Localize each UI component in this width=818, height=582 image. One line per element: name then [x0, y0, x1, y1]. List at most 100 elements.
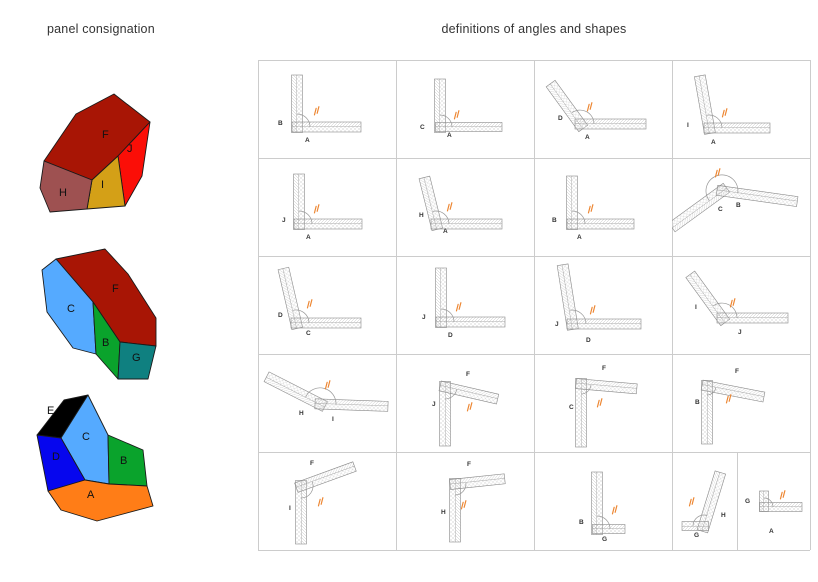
grid-line: [258, 550, 810, 551]
cell-drawing-r2c1: JA: [282, 173, 363, 241]
panel-outline: [575, 378, 587, 448]
angle-arc: [580, 384, 592, 395]
angle-value-mark: [729, 298, 736, 308]
angle-value-mark: [725, 394, 732, 404]
panel-layer-line: [576, 382, 637, 389]
angle-value-mark: [317, 497, 324, 507]
panel-b: [291, 74, 303, 133]
panel-label-b: B: [695, 399, 700, 406]
panel-outline: [591, 471, 603, 535]
face-label-b: B: [102, 337, 109, 349]
cell-drawing-r2c2: HA: [418, 175, 503, 235]
panel-facing: [581, 378, 587, 447]
grid-line: [258, 158, 810, 159]
angle-arc: [444, 389, 458, 400]
panel-core: [689, 271, 730, 323]
face-label-i: I: [101, 179, 104, 191]
cell-drawing-r2c3: BA: [552, 175, 635, 241]
face-label-a: A: [87, 489, 95, 501]
grid-line: [258, 256, 810, 257]
panel-outline: [290, 317, 362, 329]
panel-label-b: B: [278, 120, 283, 127]
panel-outline: [574, 118, 647, 130]
panel-label-f: F: [467, 461, 471, 468]
panel-a: [759, 502, 803, 512]
panel-core: [575, 123, 646, 129]
panel-facing: [435, 122, 502, 127]
panel-outline: [592, 524, 626, 534]
face-label-b: B: [120, 455, 127, 467]
panel-facing: [682, 526, 709, 531]
grid-line: [258, 452, 810, 453]
panel-facing: [567, 219, 634, 224]
panel-label-a: A: [769, 528, 774, 535]
panel-consignation-title: panel consignation: [47, 22, 155, 36]
panel-core: [562, 263, 579, 330]
panel-outline: [694, 74, 716, 135]
panel-core: [435, 126, 502, 132]
panel-facing: [592, 524, 625, 529]
panel-core: [439, 381, 446, 446]
panel-core: [291, 322, 361, 328]
panel-layer-line: [296, 465, 355, 488]
panel-layer-line: [315, 403, 388, 407]
panel-facing: [293, 174, 299, 230]
angle-value-mark: [460, 500, 467, 510]
face-label-f: F: [112, 283, 119, 295]
angle-value-mark: [313, 106, 320, 116]
panel-outline: [701, 380, 713, 445]
angle-arc: [596, 515, 611, 530]
panel-layer-line: [449, 478, 505, 485]
panel-label-a: A: [711, 139, 716, 146]
panel-d: [435, 316, 506, 328]
panel-b: [716, 185, 799, 207]
panel-label-a: A: [305, 137, 310, 144]
panel-label-c: C: [420, 124, 425, 131]
panel-outline: [449, 478, 461, 543]
angle-arc: [692, 514, 708, 527]
face-label-g: G: [132, 352, 141, 364]
panel-label-a: A: [577, 234, 582, 241]
panel-facing: [440, 381, 499, 399]
angle-value-mark: [714, 168, 721, 178]
panel-layer-line: [702, 384, 765, 397]
panel-facing: [435, 268, 441, 328]
panel-outline: [566, 318, 642, 330]
cell-drawing-r2c4: CB: [672, 168, 799, 233]
grid-line: [534, 60, 535, 550]
angle-value-mark: [779, 490, 786, 500]
angle-arc: [300, 481, 314, 499]
angle-value-mark: [586, 102, 593, 112]
panel-core: [449, 478, 456, 542]
panel-core: [292, 126, 361, 132]
panel-core: [701, 380, 708, 444]
angle-value-mark: [611, 505, 618, 515]
angle-value-mark: [324, 380, 331, 390]
panel-outline: [759, 502, 803, 512]
angle-arc: [293, 309, 310, 324]
angle-value-mark: [589, 305, 596, 315]
panel-b: [566, 175, 578, 230]
panel-label-h: H: [419, 212, 424, 219]
panel-core: [298, 174, 305, 230]
face-label-d: D: [52, 451, 60, 463]
angle-arc: [571, 109, 595, 125]
panel-outline: [435, 122, 503, 132]
panel-j: [716, 312, 789, 324]
panel-facing: [449, 473, 505, 485]
panel-label-a: A: [447, 132, 452, 139]
panel-facing: [694, 75, 710, 135]
panel-outline: [294, 461, 357, 493]
panel-label-f: F: [310, 460, 314, 467]
panel-label-j: J: [422, 314, 426, 321]
angle-value-mark: [306, 299, 313, 309]
panel-a: [291, 121, 362, 133]
panel-outline: [439, 381, 451, 447]
panel-facing: [264, 377, 325, 412]
